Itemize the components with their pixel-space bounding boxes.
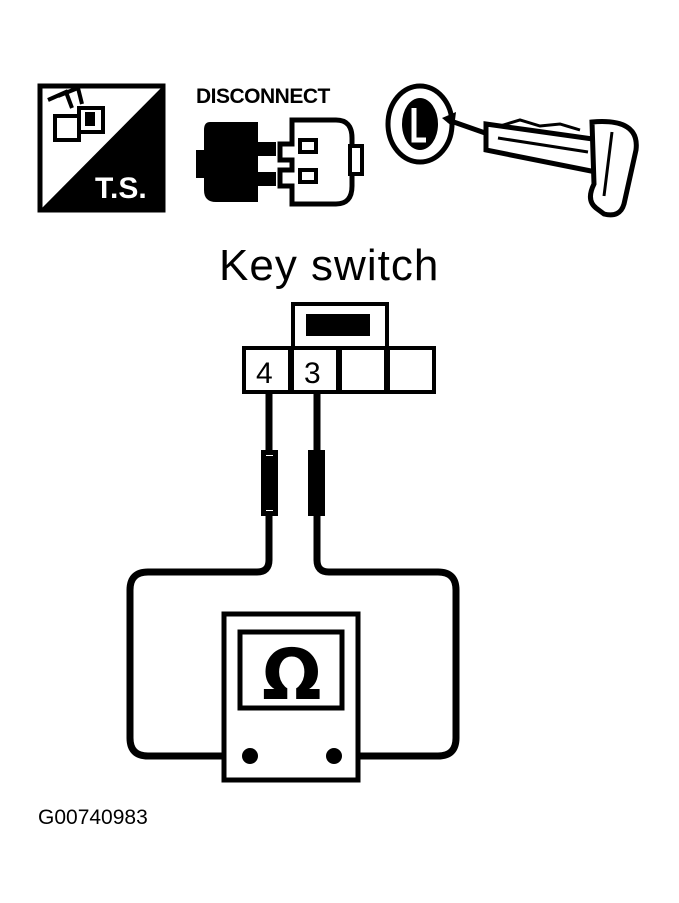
left-test-lead [126,392,278,760]
pin-label: 4 [256,357,273,390]
meter-terminal-right [326,748,342,764]
diagram-title: Key switch [219,241,439,290]
ts-label: T.S. [95,172,147,205]
ohmmeter-icon: Ω [221,611,361,783]
ohm-symbol: Ω [262,634,322,716]
meter-terminal-left [242,748,258,764]
right-test-lead [308,392,460,760]
disconnect-connector-icon: DISCONNECT [196,85,364,207]
troubleshooting-icon: T.S. [37,83,166,213]
disconnect-label: DISCONNECT [196,85,331,108]
connector-pin-3: 3 [290,346,340,394]
ignition-key-icon [385,83,639,218]
pin-label: 3 [304,357,321,390]
connector-pin-empty [338,346,388,394]
key-switch-connector: 4 3 [242,302,436,394]
figure-code: G00740983 [38,806,148,829]
connector-lock-tab [306,314,370,336]
connector-pin-empty [386,346,436,394]
connector-pin-4: 4 [242,346,292,394]
